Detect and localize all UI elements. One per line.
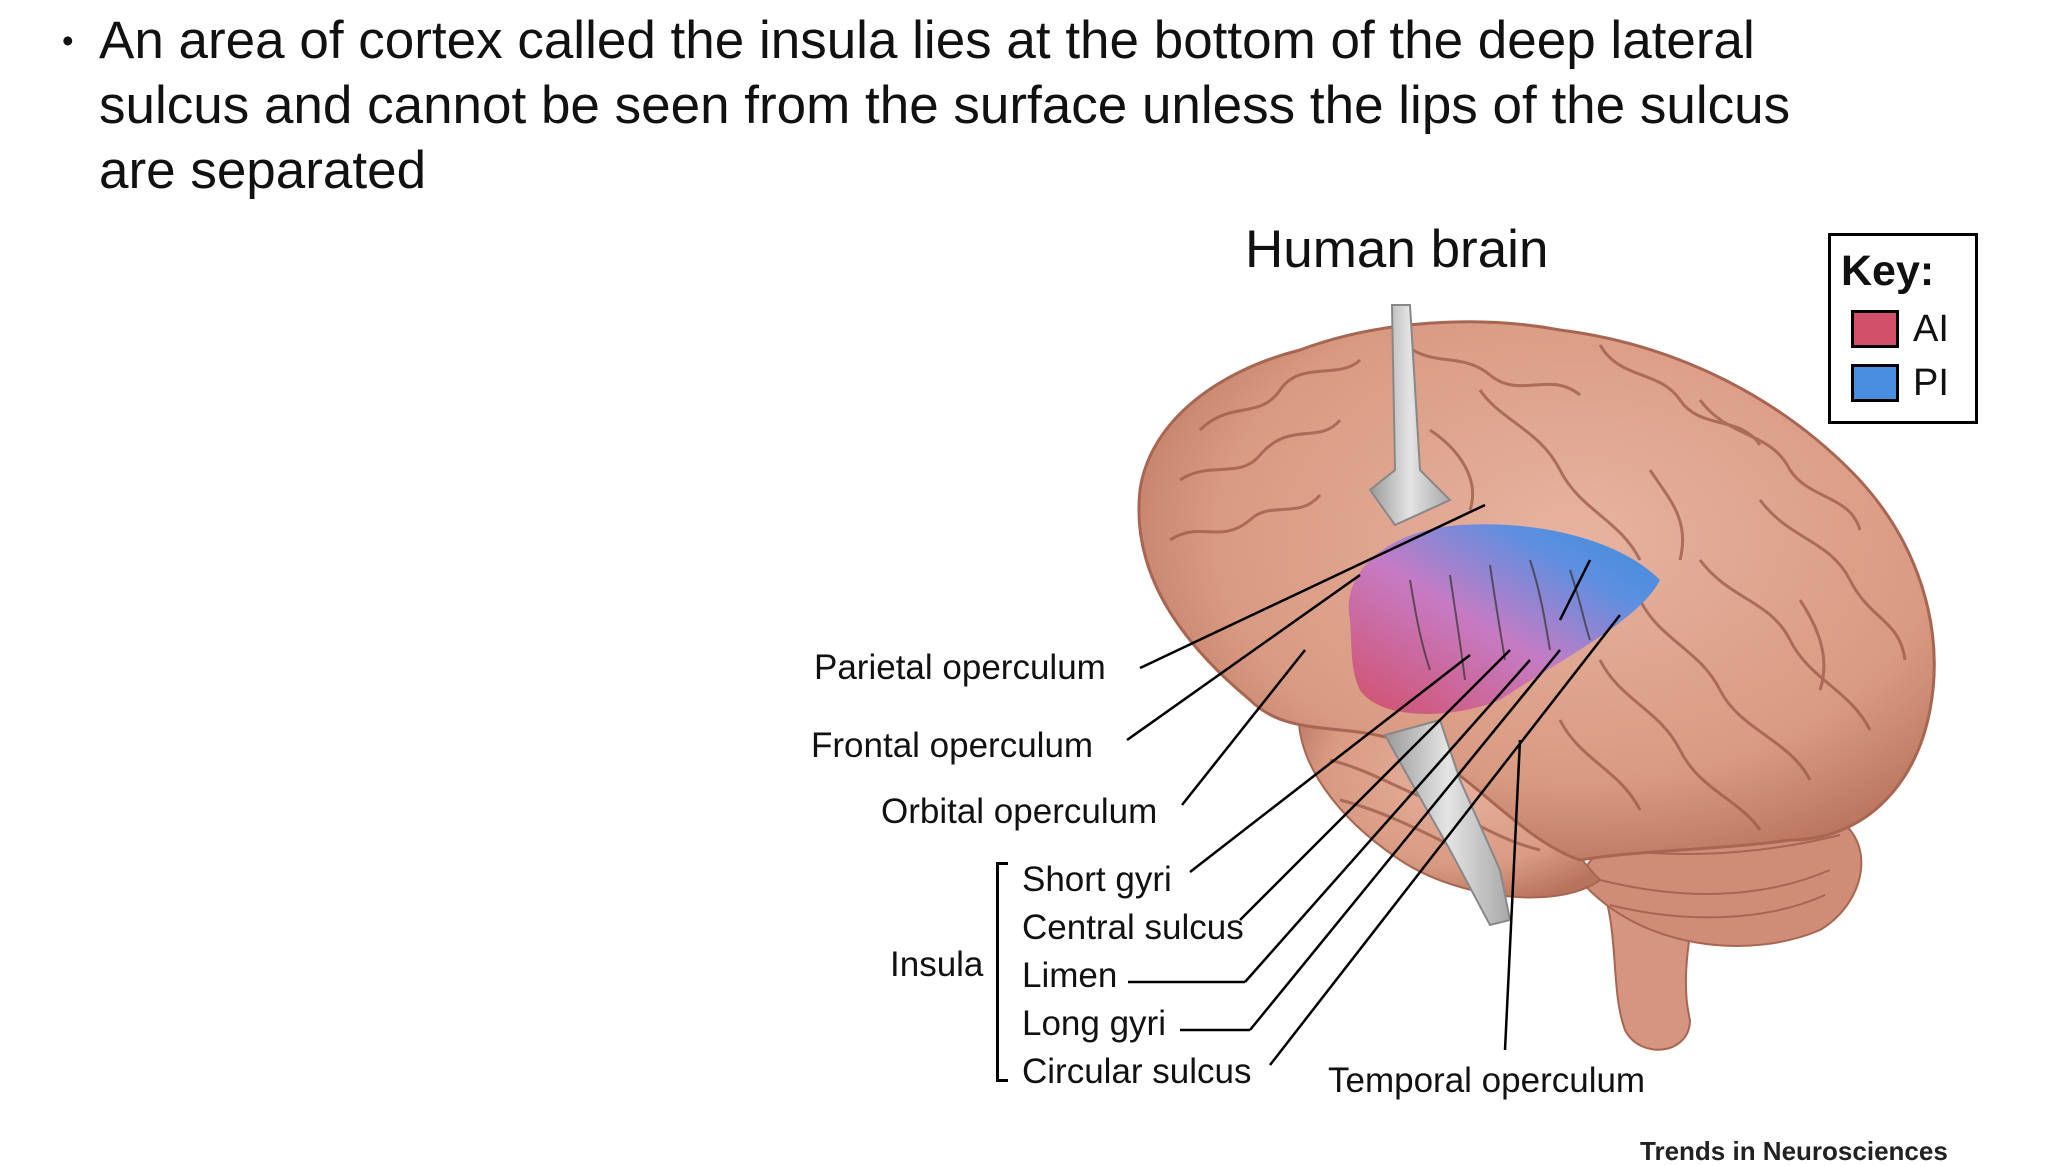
label-temporal-operculum: Temporal operculum — [1328, 1061, 1646, 1100]
label-short-gyri: Short gyri — [1022, 860, 1172, 899]
figure-title: Human brain — [1245, 220, 1549, 279]
insula-bracket — [996, 862, 1008, 1082]
key-title: Key: — [1841, 247, 1935, 295]
slide-body-text: An area of cortex called the insula lies… — [99, 11, 1791, 200]
ai-swatch — [1851, 310, 1899, 348]
label-circular-sulcus: Circular sulcus — [1022, 1052, 1252, 1091]
leader-lines — [1126, 503, 1621, 1066]
label-orbital-operculum: Orbital operculum — [881, 792, 1158, 831]
source-credit: Trends in Neurosciences — [1640, 1136, 1948, 1166]
key-label-pi: PI — [1913, 362, 1949, 404]
label-parietal-operculum: Parietal operculum — [814, 648, 1106, 687]
label-long-gyri: Long gyri — [1022, 1004, 1166, 1043]
label-limen: Limen — [1022, 956, 1118, 995]
bullet-marker: • — [62, 22, 74, 59]
legend-key: Key: AI PI — [1828, 233, 1978, 424]
key-label-ai: AI — [1913, 308, 1949, 350]
label-central-sulcus: Central sulcus — [1022, 908, 1244, 947]
retractor — [1368, 304, 1512, 927]
pi-swatch — [1851, 364, 1899, 402]
label-frontal-operculum: Frontal operculum — [811, 726, 1094, 765]
insula-region — [1348, 524, 1660, 714]
label-insula: Insula — [890, 945, 984, 984]
